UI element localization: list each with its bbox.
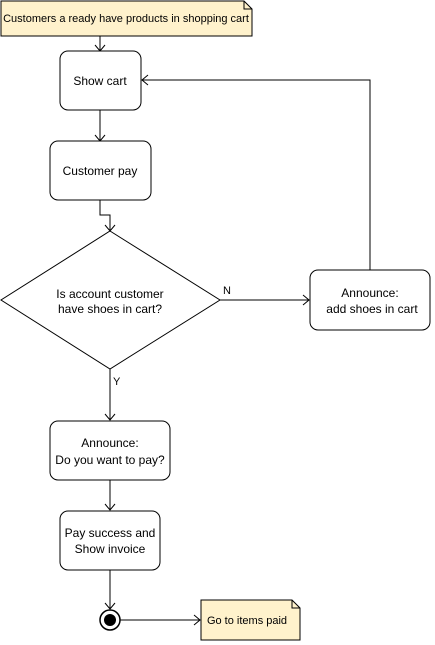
top-note[interactable]: Customers a ready have products in shopp… (0, 0, 253, 37)
announce-pay-node[interactable]: Announce: Do you want to pay? (49, 420, 171, 481)
customer-pay-node[interactable]: Customer pay (49, 140, 152, 201)
announce-add-label-line2: add shoes in cart (326, 302, 418, 316)
show-cart-label: Show cart (73, 74, 127, 88)
edge-show-cart-to-customer-pay (94, 110, 106, 142)
edge-no-label: N (223, 285, 231, 297)
announce-add-label-line1: Announce: (341, 286, 398, 300)
announce-add-shoes-node[interactable]: Announce: add shoes in cart (309, 269, 431, 331)
edge-pay-success-to-end (104, 570, 116, 610)
pay-success-label-line1: Pay success and (65, 526, 156, 540)
edge-announce-add-to-show-cart (141, 74, 371, 270)
edge-yes-label: Y (113, 376, 121, 388)
edge-customer-pay-to-decision (99, 200, 116, 232)
end-note-text: Go to items paid (207, 615, 287, 627)
edge-decision-to-announce-pay: Y (104, 369, 121, 421)
edge-end-to-end-note (120, 614, 201, 626)
announce-pay-label-line1: Announce: (81, 436, 138, 450)
edge-note-to-show-cart (94, 36, 106, 52)
show-cart-node[interactable]: Show cart (59, 50, 142, 111)
announce-pay-label-line2: Do you want to pay? (55, 453, 165, 467)
top-note-text: Customers a ready have products in shopp… (3, 13, 249, 25)
decision-node[interactable]: Is account customer have shoes in cart? (0, 230, 221, 370)
edge-announce-pay-to-pay-success (104, 480, 116, 511)
end-node[interactable] (99, 609, 121, 631)
decision-label-line1: Is account customer (56, 287, 163, 301)
customer-pay-label: Customer pay (63, 164, 138, 178)
pay-success-label-line2: Show invoice (75, 542, 146, 556)
pay-success-node[interactable]: Pay success and Show invoice (59, 510, 161, 571)
end-note[interactable]: Go to items paid (200, 599, 301, 641)
edge-decision-to-announce-add: N (220, 285, 310, 306)
decision-label-line2: have shoes in cart? (58, 302, 162, 316)
